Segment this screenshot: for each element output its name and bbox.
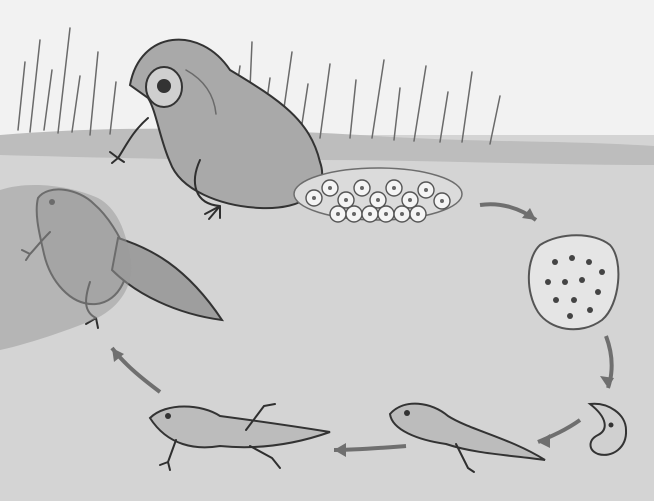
egg-detail-icon <box>529 235 619 329</box>
